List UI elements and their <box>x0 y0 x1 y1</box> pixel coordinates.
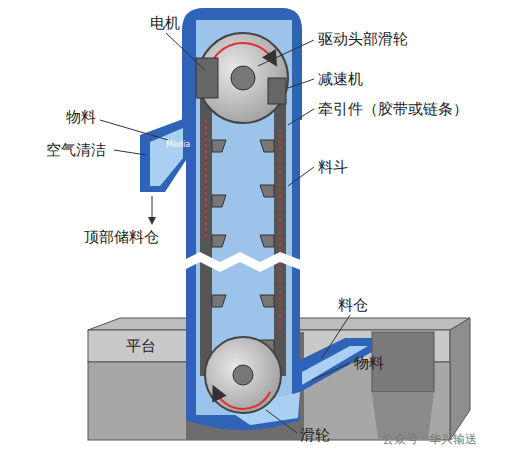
part-label: 物料 <box>354 354 384 372</box>
elevator-casing <box>140 8 372 430</box>
break-gap <box>180 252 306 272</box>
part-label: 料仓 <box>338 296 368 314</box>
part-label: 平台 <box>126 337 156 355</box>
part-label: 空气清洁 <box>46 141 106 159</box>
part-label: 牵引件（胶带或链条） <box>318 100 468 118</box>
bucket <box>212 140 274 352</box>
chute-text: Media <box>166 140 190 150</box>
part-label: 滑轮 <box>300 426 330 444</box>
part-label: 料斗 <box>318 158 348 176</box>
reducer <box>268 78 286 104</box>
part-label: 物料 <box>66 108 96 126</box>
part-label: 顶部储料仓 <box>84 228 159 246</box>
part-label: 电机 <box>150 14 180 32</box>
motion-arrow <box>206 120 280 330</box>
boot-pulley <box>205 337 281 413</box>
part-label: 减速机 <box>318 70 363 88</box>
watermark: 公众号 · 华兴输送 <box>382 430 477 448</box>
part-label: 驱动头部滑轮 <box>318 30 408 48</box>
